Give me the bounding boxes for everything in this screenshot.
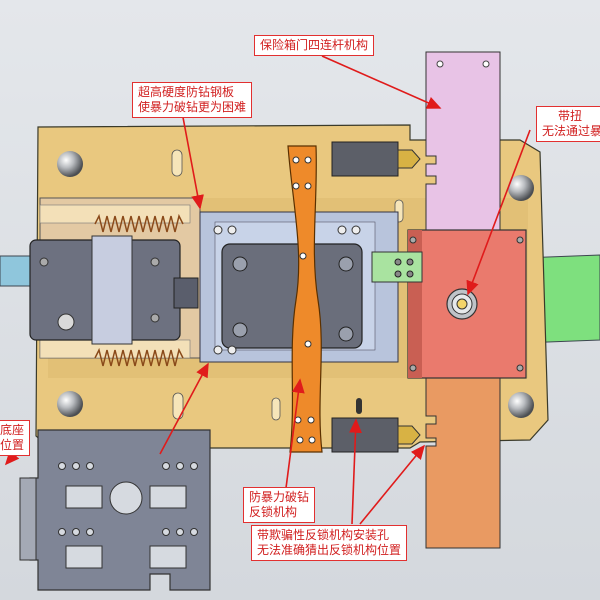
- arrow-anti-drill: [285, 378, 305, 489]
- pink-bar-hole-1: [436, 60, 444, 68]
- pink-linkage-bar: [425, 51, 501, 241]
- callout-torsion: 带扭 无法通过暴: [536, 106, 600, 142]
- center-screw-4: [338, 326, 354, 342]
- orange-anti-drill-link: [287, 145, 323, 453]
- center-screw-1: [232, 256, 248, 272]
- slot-bottom-mid: [271, 397, 281, 421]
- plate-hole-4: [227, 345, 237, 355]
- arrow-torsion: [466, 129, 531, 296]
- slot-top: [171, 149, 183, 177]
- spring-top: [94, 213, 184, 233]
- callout-anti-drill: 防暴力破钻 反锁机构: [243, 487, 316, 523]
- top-brass-pin: [397, 149, 421, 169]
- plate-hole-5: [337, 225, 347, 235]
- callout-base-line2: 位置: [0, 438, 25, 452]
- callout-steel-plate: 超高硬度防钻钢板 使暴力破钻更为困难: [132, 82, 253, 118]
- red-block-screw-2: [516, 236, 524, 244]
- red-block-screw-4: [516, 364, 524, 372]
- arrow-holes-1: [349, 418, 362, 525]
- left-lock-screw-3: [150, 313, 160, 323]
- left-lock-screw-2: [150, 257, 160, 267]
- bottom-small-hole: [356, 398, 362, 414]
- arrow-steel-plate: [181, 111, 204, 210]
- callout-base: 底座 位置: [0, 420, 31, 456]
- corner-ball-br: [508, 392, 534, 418]
- left-lock-face: [91, 235, 133, 345]
- bottom-dark-block: [331, 417, 399, 453]
- pink-bar-hole-2: [482, 60, 490, 68]
- callout-steel-plate-line2: 使暴力破钻更为困难: [138, 100, 247, 114]
- callout-holes: 带欺骗性反锁机构安装孔 无法准确猜出反锁机构位置: [251, 525, 408, 561]
- bracket-large-hole: [109, 481, 143, 515]
- callout-four-bar: 保险箱门四连杆机构: [254, 35, 375, 56]
- red-block-screw-3: [409, 364, 417, 372]
- callout-holes-line2: 无法准确猜出反锁机构位置: [257, 543, 402, 557]
- center-screw-2: [338, 256, 354, 272]
- callout-holes-line1: 带欺骗性反锁机构安装孔: [257, 528, 390, 542]
- left-housing-top-strip: [39, 204, 191, 224]
- callout-anti-drill-line1: 防暴力破钻: [249, 490, 310, 504]
- torsion-shaft-core: [456, 298, 468, 310]
- left-lock-keyhole: [57, 313, 75, 331]
- green-small-block: [371, 251, 423, 283]
- corner-ball-tl: [57, 151, 83, 177]
- red-block-screw-1: [409, 236, 417, 244]
- corner-ball-bl: [57, 391, 83, 417]
- left-lock-tab: [173, 277, 199, 309]
- orange-linkage-bar: [425, 369, 501, 549]
- left-lock-screw-1: [39, 257, 49, 267]
- plate-hole-3: [213, 345, 223, 355]
- arrow-holes-2: [359, 444, 426, 525]
- callout-torsion-line1: 带扭: [558, 109, 583, 123]
- center-screw-3: [232, 322, 248, 338]
- spring-bottom: [94, 347, 184, 367]
- top-dark-block: [331, 141, 399, 177]
- plate-hole-1: [213, 225, 223, 235]
- corner-ball-tr: [508, 175, 534, 201]
- callout-steel-plate-line1: 超高硬度防钻钢板: [138, 85, 235, 99]
- bottom-brass-pin: [397, 425, 421, 445]
- plate-hole-2: [227, 225, 237, 235]
- arrow-four-bar: [321, 55, 442, 109]
- callout-torsion-line2: 无法通过暴: [542, 124, 600, 138]
- callout-base-line1: 底座: [0, 423, 25, 437]
- plate-hole-6: [351, 225, 361, 235]
- callout-anti-drill-line2: 反锁机构: [249, 505, 298, 519]
- arrow-base-2: [159, 362, 209, 455]
- callout-four-bar-line1: 保险箱门四连杆机构: [260, 38, 369, 52]
